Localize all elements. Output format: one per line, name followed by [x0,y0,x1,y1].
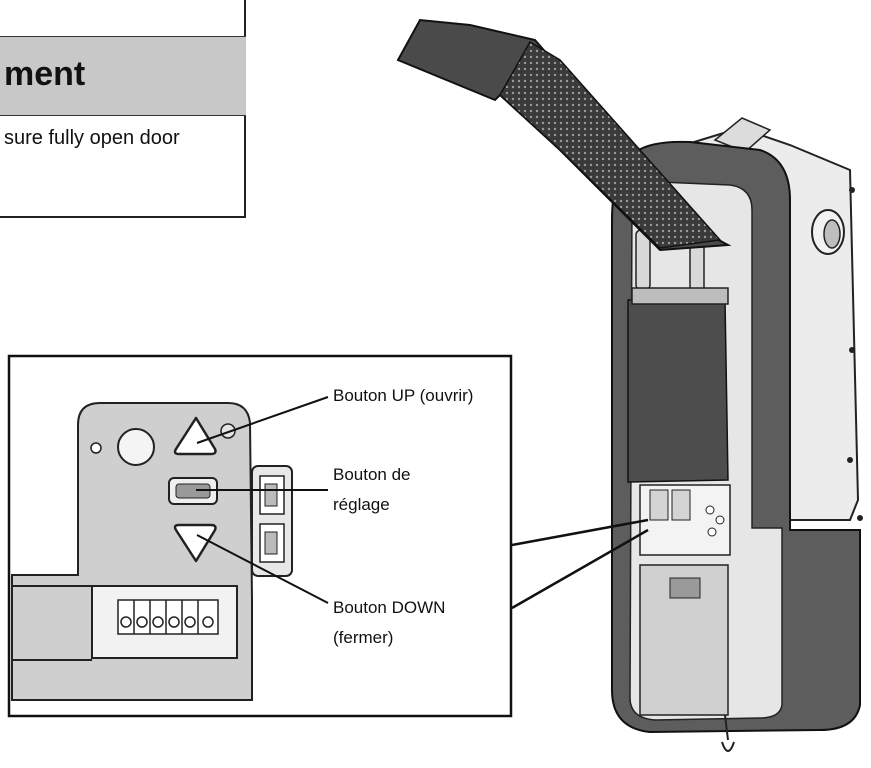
up-button[interactable] [173,416,217,456]
connector-pin [264,483,278,507]
unit-panel-led [705,505,715,515]
unit-panel-block [671,489,691,521]
status-led [90,442,102,454]
connector-pin [264,531,278,555]
hinge-bar [631,287,729,305]
instruction-box: ment sure fully open door [0,0,246,218]
opener-unit [396,18,863,752]
connector [669,577,701,599]
label-adjust-line2: réglage [333,495,390,514]
unit-panel-led [715,515,725,525]
label-up-button: Bouton UP (ouvrir) [333,386,474,405]
cover-mesh [499,40,722,249]
leader-up [196,396,329,444]
terminal-screws [117,599,219,635]
screw [847,457,853,463]
upper-window [627,299,729,483]
zoom-line-top [511,518,649,547]
pull-cord [721,714,735,752]
label-adjust-line1: Bouton de [333,465,411,484]
unit-panel-block [649,489,669,521]
zoom-line-bottom [511,528,649,610]
instruction-heading: ment [4,55,86,93]
up-led [220,423,236,439]
leader-down [196,534,329,604]
label-down-line2: (fermer) [333,628,394,647]
instruction-text: sure fully open door [4,127,180,149]
label-down-line1: Bouton DOWN [333,598,446,617]
instruction-header: ment [0,36,246,116]
screw [857,515,863,521]
round-button[interactable] [117,428,155,466]
zoom-panel [11,402,293,701]
down-button[interactable] [173,523,217,563]
screw [849,187,855,193]
screw [849,347,855,353]
drive-shaft-core [823,219,841,249]
unit-panel-led [707,527,717,537]
